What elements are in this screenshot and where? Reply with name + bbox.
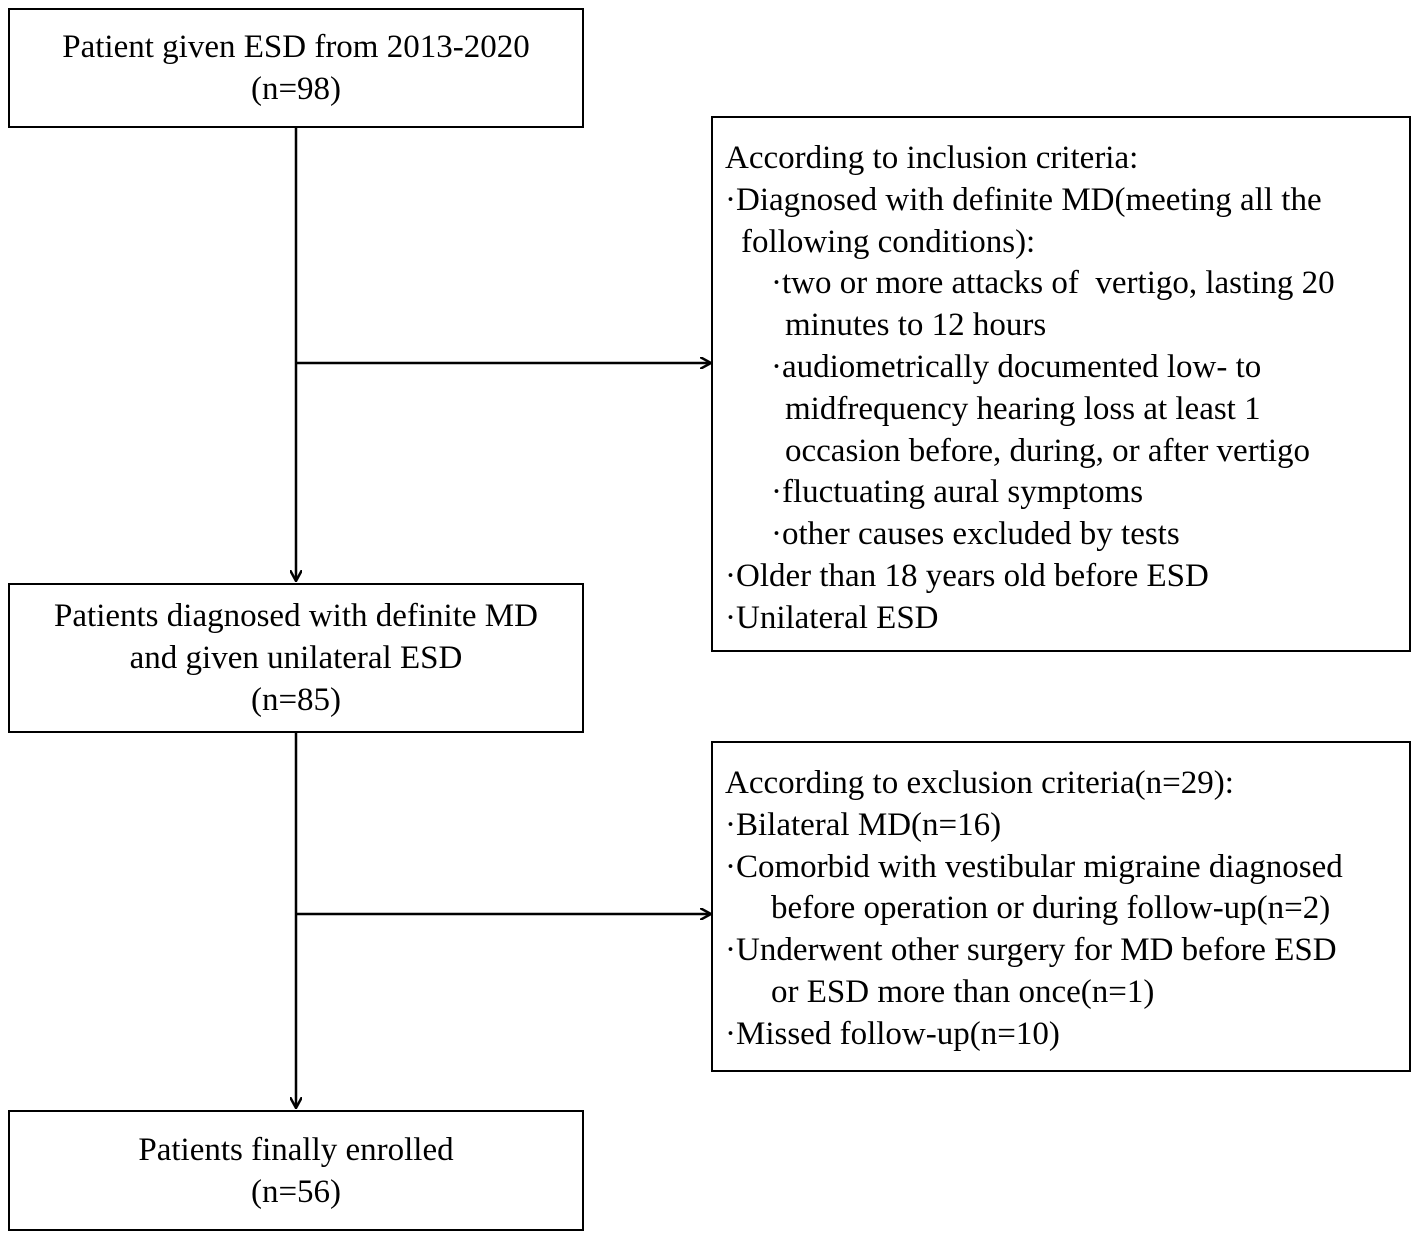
inclusion-header: According to inclusion criteria:: [725, 140, 1139, 176]
inclusion-subitem: minutes to 12 hours: [785, 307, 1047, 344]
final-box-count: (n=56): [250, 1173, 342, 1210]
inclusion-item: ·Unilateral ESD: [725, 599, 939, 636]
start-box-title: Patient given ESD from 2013-2020: [62, 29, 530, 65]
middle-box-title-line1: Patients diagnosed with definite MD: [54, 598, 538, 634]
inclusion-item: following conditions):: [741, 223, 1036, 260]
final-box-title: Patients finally enrolled: [138, 1131, 454, 1168]
start-box: Patient given ESD from 2013-2020 (n=98): [8, 8, 584, 128]
exclusion-item-continued: before operation or during follow-up(n=2…: [771, 890, 1331, 927]
exclusion-criteria-box: According to exclusion criteria(n=29): ·…: [711, 741, 1411, 1072]
start-box-count: (n=98): [250, 71, 342, 107]
inclusion-subitem: ·audiometrically documented low- to: [771, 348, 1262, 385]
inclusion-item: ·Diagnosed with definite MD(meeting all …: [725, 181, 1322, 218]
inclusion-subitem: midfrequency hearing loss at least 1: [785, 390, 1261, 427]
exclusion-item: ·Missed follow-up(n=10): [725, 1015, 1060, 1052]
exclusion-item: ·Bilateral MD(n=16): [725, 806, 1002, 843]
final-box: Patients finally enrolled (n=56): [8, 1110, 584, 1231]
exclusion-item: ·Underwent other surgery for MD before E…: [725, 932, 1337, 969]
inclusion-subitem: ·fluctuating aural symptoms: [771, 474, 1144, 511]
inclusion-criteria-box: According to inclusion criteria: ·Diagno…: [711, 116, 1411, 652]
inclusion-subitem: ·two or more attacks of vertigo, lasting…: [771, 265, 1335, 302]
exclusion-header: According to exclusion criteria(n=29):: [725, 765, 1234, 801]
inclusion-subitem: occasion before, during, or after vertig…: [785, 432, 1311, 469]
inclusion-item: ·Older than 18 years old before ESD: [725, 557, 1209, 594]
middle-box: Patients diagnosed with definite MD and …: [8, 583, 584, 733]
middle-box-count: (n=85): [250, 682, 342, 718]
exclusion-item: ·Comorbid with vestibular migraine diagn…: [725, 848, 1343, 885]
inclusion-subitem: ·other causes excluded by tests: [771, 516, 1180, 553]
middle-box-title-line2: and given unilateral ESD: [129, 640, 463, 676]
exclusion-item-continued: or ESD more than once(n=1): [771, 973, 1155, 1010]
